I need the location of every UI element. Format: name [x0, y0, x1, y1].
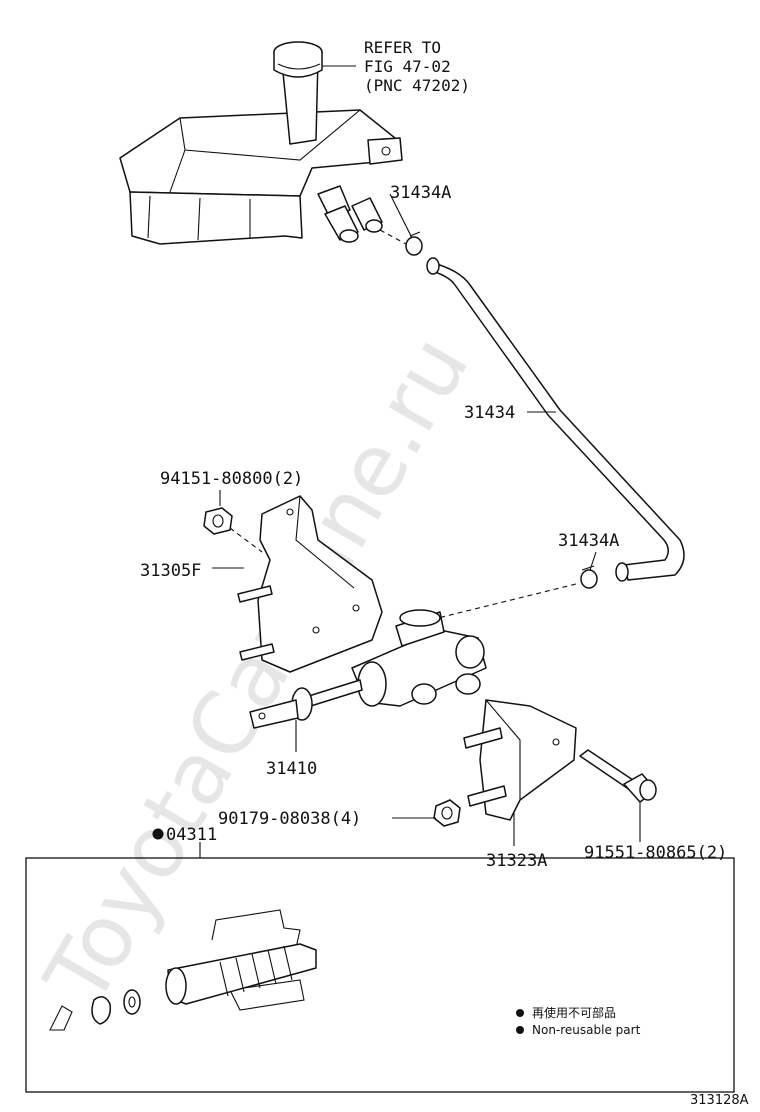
- label-master-cylinder[interactable]: 31410: [266, 759, 317, 779]
- reference-line-3: (PNC 47202): [364, 76, 470, 95]
- label-hose[interactable]: 31434: [464, 403, 515, 423]
- reference-line-2: FIG 47-02: [364, 57, 451, 76]
- label-bracket-lower[interactable]: 31323A: [486, 851, 547, 871]
- label-clamp-lower[interactable]: 31434A: [558, 531, 619, 551]
- label-bracket-upper[interactable]: 31305F: [140, 561, 201, 581]
- legend-dot-icon-en: [516, 1026, 524, 1034]
- figure-number: 313128A: [690, 1093, 749, 1108]
- clamp-lower-part: [580, 565, 598, 589]
- label-clamp-upper[interactable]: 31434A: [390, 183, 451, 203]
- nut-top-part: [203, 507, 233, 535]
- label-bolt[interactable]: 91551-80865(2): [584, 843, 727, 863]
- label-nut-top[interactable]: 94151-80800(2): [160, 469, 303, 489]
- repair-kit-parts: [49, 909, 317, 1031]
- non-reusable-dot-icon: [152, 828, 164, 840]
- reference-line-1: REFER TO: [364, 38, 441, 57]
- legend-en: Non-reusable part: [532, 1023, 641, 1037]
- bolt-part: [579, 749, 657, 803]
- clamp-upper-part: [405, 231, 423, 256]
- nut-lower-part: [433, 799, 461, 827]
- bracket-upper-part: [237, 495, 383, 673]
- legend-dot-icon-jp: [516, 1009, 524, 1017]
- bracket-lower-part: [463, 699, 577, 821]
- label-repair-kit[interactable]: 04311: [166, 825, 217, 845]
- hose-part: [426, 257, 685, 582]
- reservoir-tank: [119, 41, 403, 245]
- repair-kit-box: [25, 857, 735, 1093]
- label-nut-lower[interactable]: 90179-08038(4): [218, 809, 361, 829]
- master-cylinder-part: [249, 609, 487, 729]
- legend-jp: 再使用不可部品: [532, 1005, 616, 1020]
